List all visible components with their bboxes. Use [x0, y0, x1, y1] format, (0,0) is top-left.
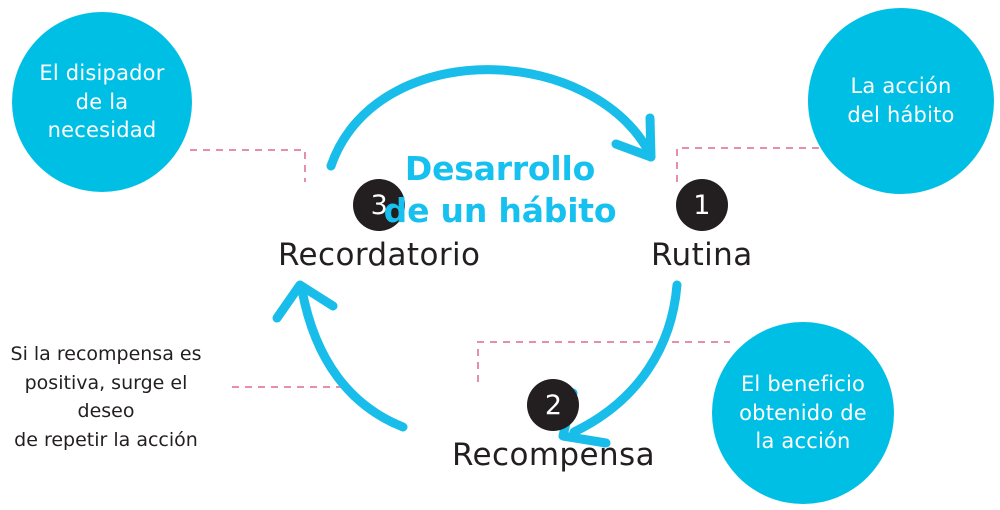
arrow-recompensa-to-recordatorio [272, 280, 408, 432]
bubble-routine-text: La acción del hábito [827, 72, 974, 130]
side-note-line2: positiva, surge el deseo [24, 371, 188, 423]
step-badge-1: 1 [675, 179, 728, 231]
dashed-connector-trigger [190, 149, 306, 182]
bubble-trigger-line3: necesidad [47, 118, 157, 143]
bubble-routine: La acción del hábito [808, 8, 994, 194]
step-node-recompensa: 2 Recompensa [452, 379, 655, 473]
bubble-reward-line1: El beneficio [740, 371, 866, 396]
bubble-reward: El beneficio obtenido de la acción [712, 322, 894, 504]
bubble-trigger-line1: El disipador [39, 60, 165, 85]
step-label-rutina: Rutina [651, 237, 753, 273]
bubble-trigger: El disipador de la necesidad [12, 12, 192, 192]
side-note-line1: Si la recompensa es [10, 343, 202, 365]
dashed-connector-routine [676, 147, 822, 182]
step-label-recordatorio: Recordatorio [278, 237, 481, 273]
bubble-trigger-text: El disipador de la necesidad [19, 59, 184, 146]
diagram-title: Desarrollo de un hábito [366, 148, 634, 231]
bubble-reward-line2: obtenido de [739, 400, 867, 425]
bubble-trigger-line2: de la [75, 89, 129, 114]
step-badge-2: 2 [527, 379, 580, 431]
side-note-line3: de repetir la acción [14, 428, 198, 451]
dashed-connector-reward [477, 341, 730, 382]
arrow-recordatorio-to-rutina [326, 65, 656, 171]
bubble-routine-line1: La acción [850, 74, 952, 99]
bubble-routine-line2: del hábito [847, 103, 955, 127]
side-note: Si la recompensa es positiva, surge el d… [0, 340, 212, 454]
step-label-recompensa: Recompensa [452, 437, 655, 473]
step-node-rutina: 1 Rutina [651, 179, 753, 273]
step-badge-3: 3 [353, 179, 406, 231]
step-node-recordatorio: 3 Recordatorio [278, 179, 480, 273]
bubble-reward-line3: la acción [755, 429, 851, 454]
diagram-title-line2: de un hábito [383, 190, 617, 230]
bubble-reward-text: El beneficio obtenido de la acción [719, 370, 887, 457]
diagram-title-line1: Desarrollo [404, 149, 596, 188]
